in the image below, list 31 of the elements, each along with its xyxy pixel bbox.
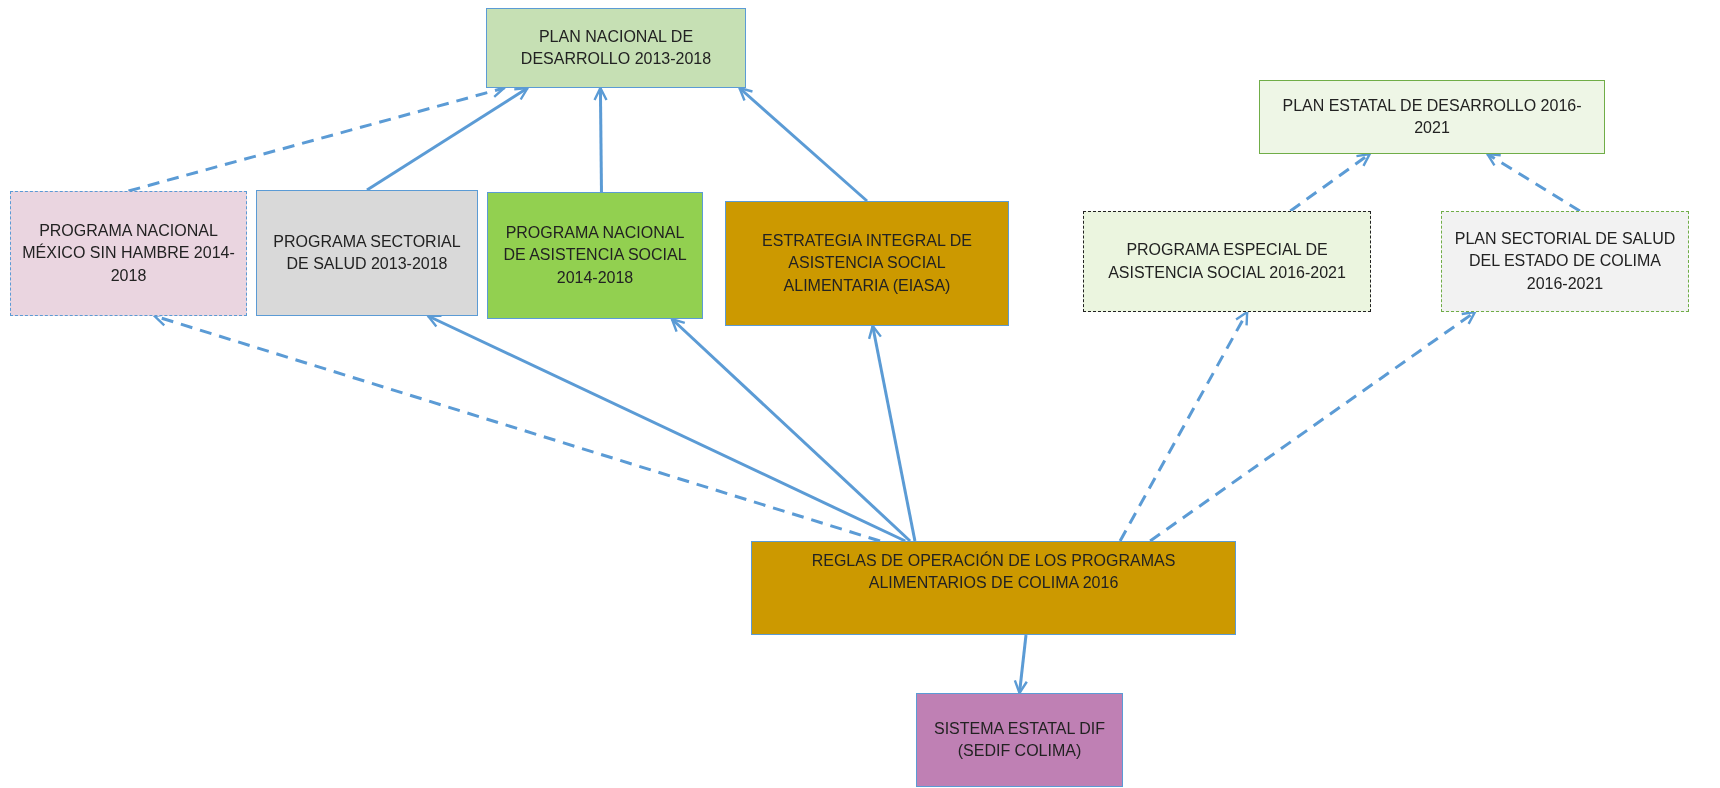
- arrow: [1118, 310, 1249, 542]
- arrow: [1289, 152, 1371, 213]
- arrow: [867, 324, 917, 542]
- program-box: [725, 201, 1009, 326]
- arrow: [1149, 310, 1477, 543]
- arrow: [670, 317, 912, 543]
- program-box: [487, 192, 703, 319]
- arrow: [1013, 634, 1028, 695]
- plan-box: [486, 8, 746, 88]
- box-label: PLAN ESTATAL DE DESARROLLO 2016-2021: [1281, 95, 1583, 138]
- program-box: [10, 191, 247, 316]
- box-label: REGLAS DE OPERACIÓN DE LOS PROGRAMAS ALIMENTARIOS DE COLIMA 2016: [810, 550, 1177, 594]
- box-label: PLAN SECTORIAL DE SALUD DEL ESTADO DE COLIMA 2016-2021: [1453, 228, 1677, 294]
- program-box: [1083, 211, 1371, 312]
- institution-box: [916, 693, 1123, 787]
- rules-box: [751, 541, 1236, 635]
- arrow: [1486, 152, 1581, 213]
- plan-box: [1259, 80, 1605, 154]
- box-label: PROGRAMA NACIONAL MÉXICO SIN HAMBRE 2014-2018: [21, 220, 236, 286]
- program-box: [256, 190, 478, 316]
- box-label: PROGRAMA SECTORIAL DE SALUD 2013-2018: [272, 231, 462, 274]
- arrow: [366, 86, 529, 192]
- arrow: [593, 86, 608, 192]
- arrow: [426, 314, 906, 543]
- box-label: PROGRAMA ESPECIAL DE ASISTENCIA SOCIAL 2016-2021: [1107, 240, 1347, 283]
- box-label: SISTEMA ESTATAL DIF (SEDIF COLIMA): [933, 718, 1106, 761]
- program-box: [1441, 211, 1689, 312]
- box-label: ESTRATEGIA INTEGRAL DE ASISTENCIA SOCIAL ALIMENTARIA (EIASA): [761, 230, 973, 296]
- box-label: PLAN NACIONAL DE DESARROLLO 2013-2018: [519, 26, 713, 69]
- box-label: PROGRAMA NACIONAL DE ASISTENCIA SOCIAL 2014-2018: [502, 222, 688, 288]
- arrow: [738, 86, 868, 203]
